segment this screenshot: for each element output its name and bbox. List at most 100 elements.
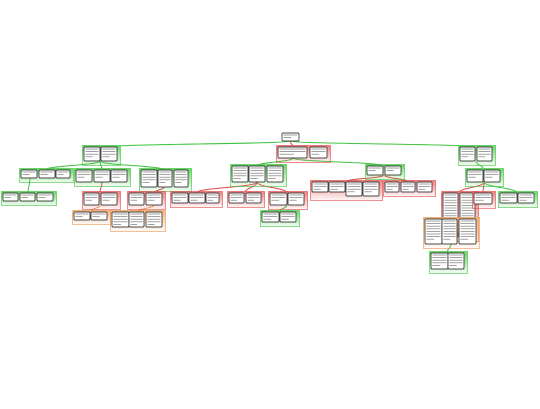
claim-box-L2b-1[interactable]	[90, 211, 108, 221]
support-group-L3	[139, 168, 192, 192]
claim-box-L3-1[interactable]	[157, 169, 173, 188]
claim-box-M2-1[interactable]	[384, 165, 402, 176]
claim-box-M-0-frame	[277, 146, 308, 159]
claim-box-R1c-0[interactable]	[499, 192, 518, 204]
claim-box-M1c-0[interactable]	[269, 192, 288, 206]
claim-box-L2-2[interactable]	[110, 169, 128, 183]
claim-box-R1c-1[interactable]	[517, 192, 535, 204]
claim-box-M2b-2-frame	[416, 181, 433, 193]
claim-box-M1-2[interactable]	[266, 165, 284, 183]
claim-box-M1b-1-frame	[245, 192, 262, 204]
claim-box-L3a-0-frame	[128, 192, 145, 206]
objection-group-M	[276, 145, 331, 163]
claim-box-M1d-1[interactable]	[279, 211, 297, 223]
claim-box-M2b-1-frame	[400, 181, 416, 193]
claim-box-M2a-1[interactable]	[328, 181, 346, 193]
claim-box-L3-0[interactable]	[140, 169, 158, 188]
root-group-root	[281, 132, 300, 142]
claim-box-R1-1-frame	[483, 169, 501, 183]
claim-box-L2a-1[interactable]	[100, 192, 118, 206]
claim-box-M1-0[interactable]	[231, 165, 249, 183]
claim-box-L1-0-frame	[20, 169, 38, 179]
claim-box-M1b-0[interactable]	[228, 192, 245, 204]
support-group-M2	[365, 164, 405, 180]
claim-box-R1-1[interactable]	[483, 169, 501, 183]
claim-box-L1a-1-frame	[19, 192, 36, 202]
claim-box-M1b-1[interactable]	[245, 192, 262, 204]
claim-box-M1-1[interactable]	[248, 165, 266, 183]
claim-box-L2-0-frame	[75, 169, 93, 183]
claim-box-L2a-0[interactable]	[83, 192, 100, 206]
claim-box-M1c-0-frame	[269, 192, 288, 206]
claim-box-M1-0-frame	[231, 165, 249, 183]
claim-box-M2b-2[interactable]	[416, 181, 433, 193]
claim-box-L1a-2-frame	[36, 192, 54, 202]
claim-box-L2-0[interactable]	[75, 169, 93, 183]
support-group-M1d	[260, 210, 300, 227]
claim-box-L1a-2[interactable]	[36, 192, 54, 202]
claim-box-R1e-1-frame	[447, 252, 465, 270]
claim-box-L3-2-frame	[173, 169, 189, 188]
claim-box-L3b-0[interactable]	[111, 211, 130, 228]
claim-box-R1d-0[interactable]	[424, 218, 443, 245]
claim-box-L-0[interactable]	[83, 146, 101, 162]
claim-box-root-0-frame	[281, 132, 300, 142]
claim-box-R-0[interactable]	[459, 146, 476, 162]
claim-box-R1e-0-frame	[430, 252, 449, 270]
claim-box-M1a-2[interactable]	[205, 192, 220, 204]
claim-box-M-1[interactable]	[309, 146, 328, 159]
claim-box-L1a-1[interactable]	[19, 192, 36, 202]
claim-box-L3a-0[interactable]	[128, 192, 145, 206]
claim-box-M1d-1-frame	[279, 211, 297, 223]
claim-box-L3b-2[interactable]	[145, 211, 163, 228]
support-group-R1	[465, 168, 504, 187]
claim-box-R1e-0[interactable]	[430, 252, 449, 270]
support-group-L	[82, 145, 121, 166]
claim-box-L3b-1[interactable]	[128, 211, 145, 228]
claim-box-M2a-0-frame	[311, 181, 329, 193]
claim-box-M2a-0[interactable]	[311, 181, 329, 193]
claim-box-M2a-3[interactable]	[362, 181, 380, 197]
rebuttal-group-L2b	[72, 210, 111, 225]
claim-box-R1d-2[interactable]	[458, 218, 477, 245]
claim-box-L1-1[interactable]	[38, 169, 56, 179]
claim-box-M2a-2[interactable]	[345, 181, 363, 197]
claim-box-L1-0[interactable]	[20, 169, 38, 179]
claim-box-R1e-1[interactable]	[447, 252, 465, 270]
claim-box-L3a-1[interactable]	[145, 192, 163, 206]
objection-group-R1b	[472, 191, 496, 209]
group-layer	[1, 132, 538, 274]
objection-group-M1a	[170, 191, 223, 208]
claim-box-L-1[interactable]	[100, 146, 118, 162]
claim-box-M2b-1[interactable]	[400, 181, 416, 193]
claim-box-M2-0[interactable]	[366, 165, 384, 176]
claim-box-R1-0[interactable]	[466, 169, 484, 183]
objection-group-M1c	[268, 191, 308, 210]
claim-box-L2b-1-frame	[90, 211, 108, 221]
claim-box-L3-2[interactable]	[173, 169, 189, 188]
claim-box-R1b-0[interactable]	[473, 192, 493, 205]
support-group-L1	[19, 168, 74, 183]
claim-box-L2b-0[interactable]	[73, 211, 91, 221]
claim-box-M1a-0[interactable]	[171, 192, 189, 204]
claim-box-L2a-0-frame	[83, 192, 100, 206]
claim-box-L3-1-frame	[157, 169, 173, 188]
claim-box-root-0[interactable]	[281, 132, 300, 142]
support-group-M1	[230, 164, 287, 187]
objection-group-L2a	[82, 191, 121, 210]
claim-box-R1d-1[interactable]	[441, 218, 458, 245]
claim-box-M1c-1[interactable]	[287, 192, 305, 206]
claim-box-M1a-1[interactable]	[188, 192, 206, 204]
claim-box-M2b-0[interactable]	[384, 181, 400, 193]
claim-box-L2-1[interactable]	[93, 169, 111, 183]
claim-box-L1-2[interactable]	[55, 169, 71, 179]
claim-box-M1a-0-frame	[171, 192, 189, 204]
objection-group-M2a	[310, 180, 383, 201]
claim-box-L1a-0[interactable]	[2, 192, 19, 202]
claim-box-M-0[interactable]	[277, 146, 308, 159]
claim-box-R-1[interactable]	[476, 146, 493, 162]
claim-box-M1b-0-frame	[228, 192, 245, 204]
claim-box-M2b-0-frame	[384, 181, 400, 193]
claim-box-M1d-0[interactable]	[261, 211, 280, 223]
